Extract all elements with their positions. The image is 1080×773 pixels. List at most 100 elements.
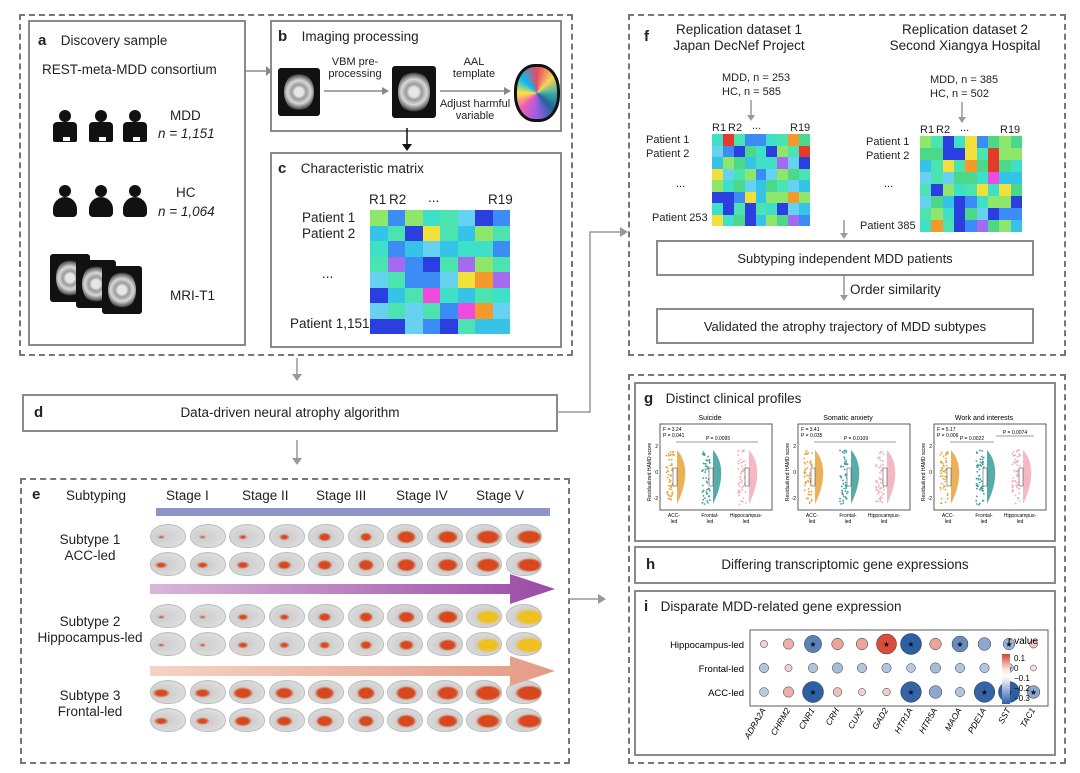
mdd-count: n = 1,151	[158, 126, 215, 141]
arrow-rep1	[747, 100, 755, 121]
panel-c-title: Characteristic matrix	[300, 161, 424, 176]
heatmap-cell	[422, 256, 440, 272]
dotplot-gene-label: CRH	[823, 705, 841, 727]
clinical-plot-box	[672, 467, 678, 487]
significance-star-icon: ★	[1005, 640, 1012, 649]
consortium-label: REST-meta-MDD consortium	[42, 62, 217, 77]
heatmap-cell	[387, 287, 405, 303]
clinical-plot-box	[810, 467, 816, 487]
clinical-plot-point	[879, 471, 881, 474]
heatmap-cell	[777, 157, 789, 169]
clinical-plot-group-label: Frontal-	[975, 513, 993, 519]
clinical-plot-point	[737, 462, 740, 465]
heatmap-cell	[931, 160, 943, 172]
dotplot-gene-label: HTR5A	[917, 706, 940, 735]
clinical-plot-point	[882, 486, 885, 489]
clinical-plot-comparison-p: P = 0.0022	[960, 436, 984, 442]
clinical-plot-point	[810, 490, 813, 493]
heatmap-cell	[788, 168, 800, 180]
control-icon	[88, 185, 114, 217]
clinical-plot-point	[877, 490, 880, 492]
heatmap-cell	[387, 256, 405, 272]
characteristic-matrix-heatmap	[370, 210, 510, 334]
clinical-plot-point	[845, 462, 848, 465]
clinical-plot-group-label: Hippocampus-	[730, 513, 763, 519]
heatmap-cell	[987, 136, 1000, 148]
clinical-plot-point	[880, 469, 882, 472]
clinical-plot-point	[979, 502, 981, 505]
clinical-plot-point	[668, 488, 671, 490]
clinical-plot-point	[982, 493, 985, 495]
brain-render	[189, 604, 226, 628]
heatmap-cell	[475, 303, 493, 319]
clinical-plot-f-stat: F = 5.17	[937, 427, 956, 433]
panel-f	[628, 14, 1066, 356]
heatmap-cell	[953, 184, 966, 196]
brain-render	[466, 604, 502, 628]
clinical-plot-point	[939, 453, 942, 456]
stage-label-4: Stage IV	[396, 488, 448, 503]
heatmap-cell	[1010, 148, 1022, 160]
heatmap-cell	[788, 191, 800, 203]
clinical-plot-point	[708, 459, 711, 462]
control-icon	[52, 185, 78, 217]
clinical-plot-point	[809, 461, 811, 464]
rep2-row-p2: Patient 2	[866, 150, 910, 162]
heatmap-cell	[422, 225, 440, 241]
clinical-plot-point	[671, 484, 674, 486]
clinical-plot-point	[742, 449, 745, 452]
heatmap-cell	[755, 191, 767, 203]
heatmap-cell	[712, 134, 723, 146]
significance-star-icon: ★	[809, 640, 816, 649]
clinical-plot-group-label: ACC-	[942, 513, 955, 519]
clinical-plot-point	[980, 480, 983, 483]
clinical-plot-point	[667, 470, 670, 473]
heatmap-cell	[475, 225, 493, 241]
brain-render	[387, 604, 423, 628]
dotplot-point	[951, 635, 969, 653]
clinical-plot-point	[665, 471, 668, 474]
clinical-plot-group-label: led	[809, 519, 816, 525]
clinical-plot-point	[978, 468, 981, 471]
heatmap-cell	[370, 241, 388, 257]
heatmap-cell	[733, 214, 745, 226]
heatmap-cell	[722, 191, 734, 203]
clinical-plot-point	[844, 484, 847, 486]
clinical-plot-group-label: ACC-	[668, 513, 681, 519]
clinical-plot-group-label: Hippocampus-	[1004, 513, 1037, 519]
clinical-plot-point	[842, 465, 845, 468]
legend-tick: −0.2	[1014, 684, 1030, 693]
brain-render	[466, 632, 502, 656]
dotplot-gene-label: TAC1	[1018, 706, 1037, 730]
clinical-plot-p-value: P = 0.035	[801, 433, 823, 439]
heatmap-cell	[920, 208, 932, 220]
heatmap-cell	[788, 157, 800, 169]
clinical-plot-point	[975, 495, 978, 498]
heatmap-cell	[440, 210, 458, 226]
heatmap-cell	[987, 148, 1000, 160]
clinical-plot-point	[1014, 480, 1017, 482]
heatmap-cell	[987, 184, 1000, 196]
clinical-plot-point	[843, 456, 846, 459]
brain-render	[426, 604, 463, 628]
heatmap-cell	[999, 172, 1011, 184]
clinical-plot-point	[875, 485, 878, 488]
clinical-plot-point	[667, 452, 670, 455]
heatmap-cell	[942, 172, 954, 184]
brain-render	[308, 604, 344, 628]
dotplot-point	[955, 663, 965, 673]
clinical-plot-point	[1016, 473, 1019, 475]
heatmap-cell	[953, 136, 966, 148]
heatmap-cell	[1010, 160, 1022, 172]
dotplot-row-label: Frontal-led	[699, 664, 744, 675]
clinical-plot-point	[877, 457, 880, 460]
clinical-plot-point	[946, 451, 949, 454]
clinical-plot-point	[704, 462, 707, 465]
clinical-plot-point	[668, 478, 671, 481]
heatmap-cell	[942, 160, 954, 172]
clinical-plot-point	[1013, 461, 1015, 464]
clinical-plot-point	[939, 475, 942, 477]
brain-render	[229, 552, 265, 576]
